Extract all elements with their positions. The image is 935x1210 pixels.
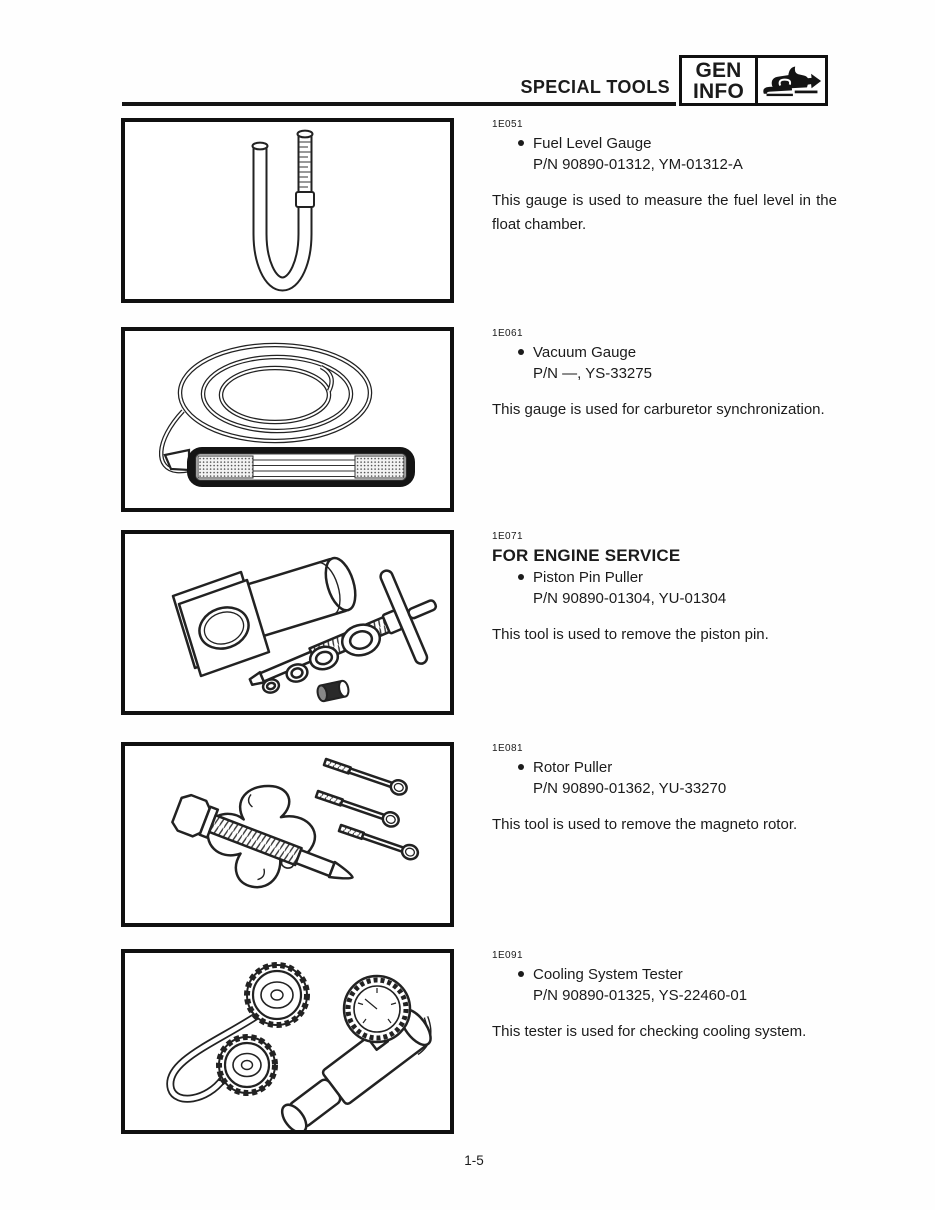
- figure-code: 1E071: [492, 531, 523, 542]
- figure-code: 1E051: [492, 119, 523, 130]
- tool-description: This tool is used to remove the piston p…: [492, 626, 769, 643]
- bullet-icon: [518, 764, 524, 770]
- figure-box-5: [121, 949, 454, 1134]
- tool-name: Piston Pin Puller: [492, 567, 837, 588]
- snowmobile-icon: [758, 58, 825, 103]
- page-title: SPECIAL TOOLS: [520, 77, 670, 97]
- tool-name-label: Cooling System Tester: [533, 966, 683, 983]
- part-number: P/N 90890-01304, YU-01304: [533, 590, 727, 607]
- bullet-icon: [518, 574, 524, 580]
- service-heading: FOR ENGINE SERVICE: [492, 546, 681, 565]
- part-number: P/N 90890-01325, YS-22460-01: [533, 987, 748, 1004]
- tool-description: This tool is used to remove the magneto …: [492, 816, 798, 833]
- piston-pin-puller-illustration: [171, 556, 438, 703]
- figure-box-2: [121, 327, 454, 512]
- figure-box-3: [121, 530, 454, 715]
- rotor-puller-illustration: [171, 757, 420, 889]
- figure-code: 1E081: [492, 743, 523, 754]
- chapter-badge: GEN INFO: [679, 55, 828, 106]
- part-number: P/N 90890-01362, YU-33270: [533, 780, 727, 797]
- snowmobile-glyph: [762, 65, 821, 96]
- tool-name-label: Fuel Level Gauge: [533, 135, 652, 152]
- fuel-level-gauge-illustration: [251, 129, 315, 292]
- tool-name-label: Piston Pin Puller: [533, 569, 644, 586]
- figure-box-4: [121, 742, 454, 927]
- tool-name-label: Vacuum Gauge: [533, 344, 637, 361]
- part-number: P/N —, YS-33275: [533, 365, 652, 382]
- bullet-icon: [518, 140, 524, 146]
- tool-name: Fuel Level Gauge: [492, 133, 837, 154]
- figure-code: 1E091: [492, 950, 523, 961]
- title-underline: [122, 102, 676, 106]
- vacuum-gauge-illustration: [159, 342, 415, 487]
- badge-line-2: INFO: [693, 79, 744, 103]
- cooling-system-tester-illustration: [166, 962, 432, 1130]
- tool-description: This gauge is used for carburetor synchr…: [492, 401, 825, 418]
- figure-code: 1E061: [492, 328, 523, 339]
- tool-name: Rotor Puller: [492, 757, 837, 778]
- tool-name-label: Rotor Puller: [533, 759, 613, 776]
- figure-box-1: [121, 118, 454, 303]
- tool-name: Cooling System Tester: [492, 964, 837, 985]
- tool-description: This tester is used for checking cooling…: [492, 1023, 807, 1040]
- part-number: P/N 90890-01312, YM-01312-A: [533, 156, 743, 173]
- tool-name: Vacuum Gauge: [492, 342, 837, 363]
- tool-description: This gauge is used to measure the fuel l…: [492, 192, 837, 233]
- chapter-badge-text: GEN INFO: [682, 58, 758, 103]
- bullet-icon: [518, 349, 524, 355]
- badge-line-1: GEN: [695, 58, 742, 82]
- page-number: 1-5: [464, 1153, 484, 1168]
- bullet-icon: [518, 971, 524, 977]
